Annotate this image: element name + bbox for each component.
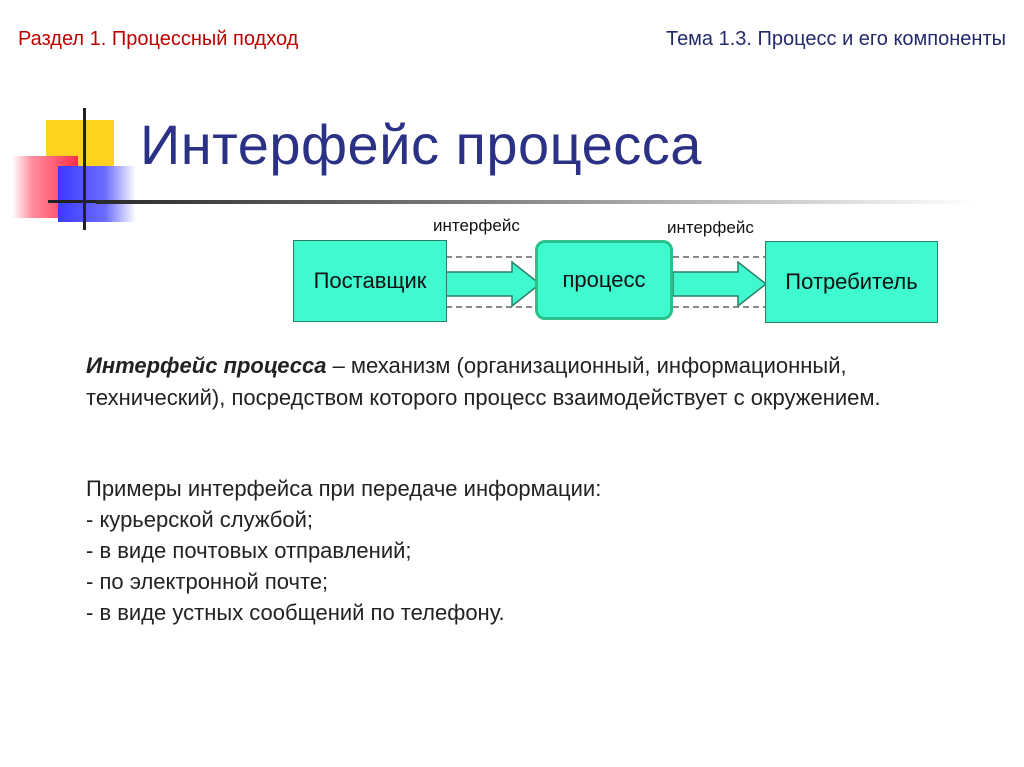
topic-header: Тема 1.3. Процесс и его компоненты [665,28,1006,50]
examples-intro: Примеры интерфейса при передаче информац… [86,476,602,501]
page-title: Интерфейс процесса [140,113,702,176]
process-label: процесс [562,267,646,292]
interface-label-right: интерфейс [667,218,754,237]
deco-vertical-line [83,108,86,230]
list-item: - в виде устных сообщений по телефону. [86,600,505,625]
section-header: Раздел 1. Процессный подход [18,28,299,50]
supplier-label: Поставщик [313,268,427,293]
interface-label-left: интерфейс [433,216,520,235]
deco-blue-square [58,166,136,222]
consumer-box: Потребитель [765,241,938,323]
supplier-box: Поставщик [293,240,447,322]
list-item: - по электронной почте; [86,569,329,594]
definition-term: Интерфейс процесса [86,353,327,378]
examples-block: Примеры интерфейса при передаче информац… [86,473,986,628]
title-divider [96,200,976,204]
list-item: - курьерской службой; [86,507,314,532]
definition-text: – механизм (организационный, информацион… [86,353,881,410]
process-box: процесс [535,240,673,320]
consumer-label: Потребитель [785,269,918,294]
deco-horizontal-line [48,200,138,203]
arrow-supplier-to-process [445,260,542,308]
list-item: - в виде почтовых отправлений; [86,538,412,563]
definition-paragraph: Интерфейс процесса – механизм (организац… [86,350,986,414]
arrow-process-to-consumer [672,260,768,308]
